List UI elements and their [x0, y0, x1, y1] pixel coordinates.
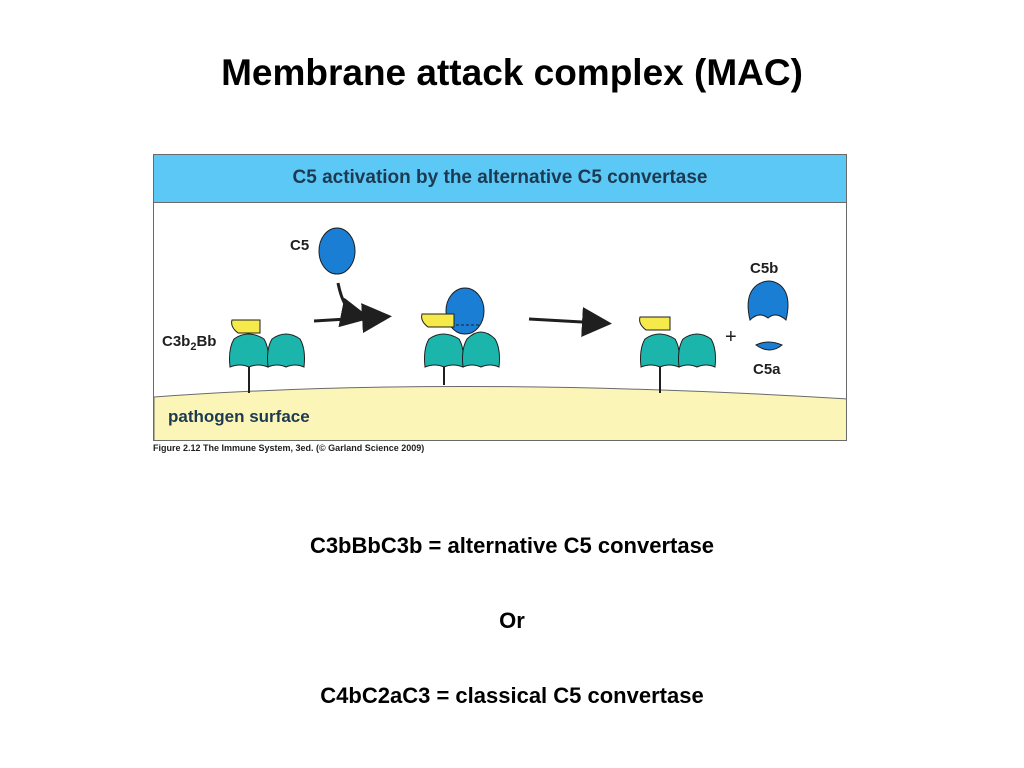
convertase-complex-1: [229, 319, 305, 393]
c3b2bb-label: C3b2Bb: [162, 333, 216, 353]
slide-title: Membrane attack complex (MAC): [221, 52, 803, 93]
c3b-molecule: [267, 333, 305, 368]
bb-fragment: [639, 316, 671, 331]
c3b-text: C3b: [162, 333, 191, 350]
or-text: Or: [499, 608, 525, 633]
c5-bound-molecule: [445, 287, 485, 335]
classical-convertase-text: C4bC2aC3 = classical C5 convertase: [320, 683, 704, 708]
figure-caption: Figure 2.12 The Immune System, 3ed. (© G…: [153, 443, 425, 453]
convertase-complex-3: [639, 316, 716, 393]
c5a-label: C5a: [753, 361, 781, 378]
pathogen-surface: [154, 385, 846, 440]
c3b-subscript: 2: [190, 341, 197, 353]
pathogen-surface-label: pathogen surface: [168, 407, 310, 426]
c5-label: C5: [290, 237, 310, 254]
curved-arrow: [336, 282, 371, 328]
figure-header-text: C5 activation by the alternative C5 conv…: [292, 167, 708, 188]
c3b-molecule: [229, 333, 269, 368]
figure-drawing: [154, 227, 846, 440]
figure-header: C5 activation by the alternative C5 conv…: [154, 155, 846, 203]
bb-fragment: [421, 313, 455, 328]
bb-fragment: [231, 319, 261, 334]
c5-activation-figure: C5 activation by the alternative C5 conv…: [153, 154, 847, 441]
c3b-molecule: [640, 333, 680, 368]
c3b-molecule: [462, 331, 500, 368]
bb-text: Bb: [196, 333, 217, 350]
reaction-arrow-2: [528, 307, 612, 337]
alternative-convertase-text: C3bBbC3b = alternative C5 convertase: [309, 533, 715, 558]
plus-sign: +: [725, 326, 737, 348]
c5-molecule: [318, 227, 356, 275]
c3b-molecule: [424, 333, 464, 368]
reaction-arrow-1: [313, 303, 392, 334]
c5b-label: C5b: [750, 260, 779, 277]
c5a-molecule: [755, 341, 783, 351]
c3b-molecule: [678, 333, 716, 368]
convertase-complex-2: [421, 287, 500, 385]
c5b-molecule: [747, 280, 789, 321]
